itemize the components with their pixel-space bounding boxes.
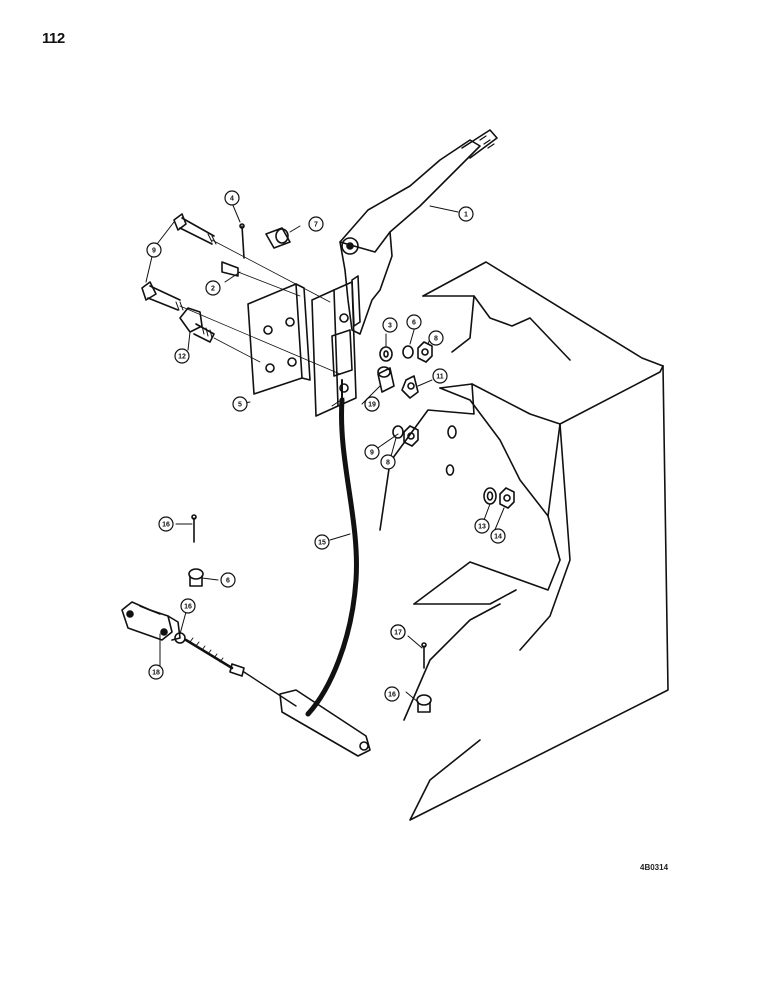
- callout-3: 3: [382, 317, 398, 333]
- callout-2: 2: [205, 280, 221, 296]
- cable-rod: [184, 637, 297, 707]
- nut-14: [499, 487, 515, 509]
- callout-circle: [474, 518, 490, 534]
- callout-circle: [148, 664, 164, 680]
- callout-circle: [180, 598, 196, 614]
- callout-circle: [308, 216, 324, 232]
- callout-11: 11: [432, 368, 448, 384]
- callout-circle: [174, 348, 190, 364]
- callout-circle: [232, 396, 248, 412]
- leader-lines: [145, 202, 505, 703]
- callout-label: 16: [184, 604, 192, 611]
- nut-8-upper: [417, 341, 433, 363]
- callout-4: 4: [224, 190, 240, 206]
- callout-17: 17: [390, 624, 406, 640]
- callout-circle: [146, 242, 162, 258]
- callout-16: 16: [384, 686, 400, 702]
- callout-circle: [380, 454, 396, 470]
- spacer-7: [265, 227, 291, 249]
- callout-label: 7: [314, 222, 318, 229]
- callout-circle: [220, 572, 236, 588]
- cotter-pin-upper: [239, 223, 245, 259]
- callout-13: 13: [474, 518, 490, 534]
- callout-label: 13: [478, 524, 486, 531]
- callout-18: 18: [148, 664, 164, 680]
- bolt-lower: [141, 281, 341, 375]
- callout-label: 9: [370, 450, 374, 457]
- callout-9: 9: [146, 242, 162, 258]
- callout-9: 9: [364, 444, 380, 460]
- callout-circle: [364, 396, 380, 412]
- cotter-pin-left: [191, 514, 197, 543]
- clevis-pin-lower: [416, 694, 432, 713]
- callout-label: 14: [494, 534, 502, 541]
- callout-circle: [382, 317, 398, 333]
- callout-circle: [406, 314, 422, 330]
- lower-lever-arm: [279, 689, 371, 757]
- callout-label: 16: [388, 692, 396, 699]
- cotter-pin-right: [421, 642, 427, 669]
- callout-label: 8: [386, 460, 390, 467]
- callout-label: 12: [178, 354, 186, 361]
- callout-label: 18: [152, 670, 160, 677]
- clevis-pin-upper: [188, 568, 204, 587]
- callout-6: 6: [406, 314, 422, 330]
- callout-label: 6: [226, 578, 230, 585]
- callout-1: 1: [458, 206, 474, 222]
- pin: [221, 261, 301, 297]
- clevis-yoke: [121, 601, 181, 641]
- lockwasher-6-upper: [402, 345, 414, 359]
- lockwasher-6-lower: [392, 425, 404, 439]
- callout-label: 19: [368, 402, 376, 409]
- callout-label: 8: [434, 336, 438, 343]
- callout-8: 8: [380, 454, 396, 470]
- callout-8: 8: [428, 330, 444, 346]
- callout-label: 1: [464, 212, 468, 219]
- callout-label: 4: [230, 196, 234, 203]
- console-housing: [379, 261, 669, 821]
- callout-circle: [224, 190, 240, 206]
- callout-19: 19: [364, 396, 380, 412]
- callout-circle: [314, 534, 330, 550]
- callout-16: 16: [158, 516, 174, 532]
- washer-13: [483, 487, 497, 505]
- callout-label: 9: [152, 248, 156, 255]
- callout-label: 15: [318, 540, 326, 547]
- callout-16: 16: [180, 598, 196, 614]
- page-number: 112: [42, 30, 65, 47]
- callout-label: 16: [162, 522, 170, 529]
- callout-circle: [364, 444, 380, 460]
- bolt-upper: [173, 213, 331, 303]
- callout-circle: [384, 686, 400, 702]
- callouts: 1234567891011121314151616161616171819689: [146, 190, 506, 702]
- callout-15: 15: [314, 534, 330, 550]
- callout-circle: [458, 206, 474, 222]
- callout-7: 7: [308, 216, 324, 232]
- washer-3: [379, 346, 393, 362]
- callout-circle: [158, 516, 174, 532]
- callout-12: 12: [174, 348, 190, 364]
- callout-circle: [490, 528, 506, 544]
- callout-circle: [428, 330, 444, 346]
- callout-circle: [390, 624, 406, 640]
- adjusting-fitting: [179, 307, 261, 363]
- callout-14: 14: [490, 528, 506, 544]
- brake-cable: [305, 379, 359, 717]
- bracket-plate: [311, 281, 357, 417]
- callout-circle: [205, 280, 221, 296]
- callout-label: 3: [388, 323, 392, 330]
- callout-label: 6: [412, 320, 416, 327]
- callout-5: 5: [232, 396, 248, 412]
- callout-circle: [432, 368, 448, 384]
- callout-label: 17: [394, 630, 402, 637]
- nut-8-lower: [403, 425, 419, 447]
- callout-label: 11: [436, 374, 444, 381]
- callout-6: 6: [220, 572, 236, 588]
- spacer-bushing: [377, 366, 395, 393]
- figure-id: 4B0314: [640, 863, 669, 872]
- callout-label: 5: [238, 402, 242, 409]
- clamp-11: [401, 375, 419, 399]
- callout-label: 2: [211, 286, 215, 293]
